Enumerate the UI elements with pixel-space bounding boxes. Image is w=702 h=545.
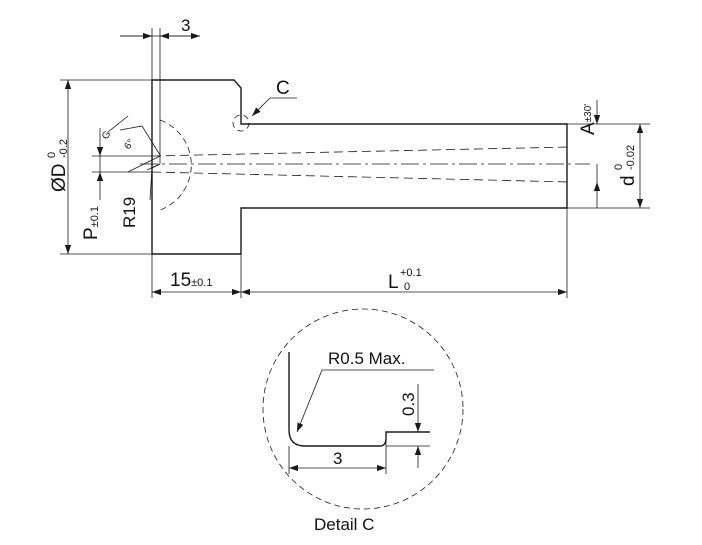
top-width-dimension [120,28,200,80]
c-label: C [276,78,290,99]
p-label: P±0.1 [81,206,102,240]
d-label: d [618,175,639,186]
a-symbol: A [578,122,599,135]
radius-label: R19 [120,197,139,228]
diameter-symbol: ØD [49,164,70,193]
diameter-label: ØD [49,164,70,193]
g-label: G [100,129,114,141]
detail-title: Detail C [314,515,374,534]
taper-lines [92,146,590,183]
p-symbol: P [81,227,102,240]
a-label: A±30' [578,104,599,135]
detail-width-label: 3 [333,449,342,468]
p-tol: ±0.1 [89,206,101,227]
d-dimension [567,123,650,209]
length-label: L [388,272,399,293]
head-length-value: 15 [170,270,191,291]
length-tol-upper: +0.1 [400,267,422,279]
detail-height-label: 0.3 [399,392,418,416]
detail-c-view [262,308,464,510]
detail-radius-label: R0.5 Max. [328,349,405,368]
d-tol-upper: 0 [613,164,625,170]
diameter-tol-upper: 0 [46,152,58,158]
length-tol-lower: 0 [404,281,410,293]
top-width-label: 3 [181,16,190,35]
radius-annotation [107,115,192,211]
diameter-tol-lower: -0.2 [58,139,70,158]
angle-label: 6° [122,138,136,152]
detail-c-callout [232,97,297,132]
length-dimensions [151,208,568,298]
head-length-label: 15±0.1 [170,270,212,291]
a-tol: ±30' [583,104,594,123]
part-outline [146,79,568,255]
d-tol-lower: -0.02 [625,145,637,170]
a-dimension [567,100,612,208]
diameter-dimension [60,79,152,255]
head-length-tol: ±0.1 [191,277,212,289]
